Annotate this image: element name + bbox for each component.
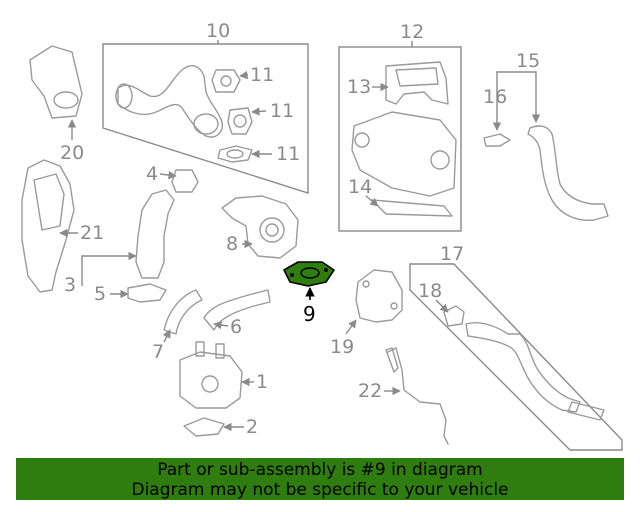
- group-8: 8: [221, 195, 299, 259]
- group-19: 19: [330, 269, 403, 358]
- group-3-4-5: 4 3 5: [64, 163, 199, 305]
- callout-13: 13: [347, 76, 371, 98]
- callout-21: 21: [80, 222, 104, 244]
- callout-16: 16: [483, 86, 507, 108]
- callout-11-c: 11: [276, 143, 300, 165]
- callout-6: 6: [230, 316, 242, 338]
- group-20: 20: [29, 45, 84, 164]
- callout-15: 15: [516, 50, 540, 72]
- callout-19: 19: [330, 336, 354, 358]
- callout-11-a: 11: [250, 64, 274, 86]
- callout-17: 17: [440, 243, 464, 265]
- callout-20: 20: [60, 142, 84, 164]
- group-15-16: 15 16: [483, 50, 609, 221]
- banner-line-2: Diagram may not be specific to your vehi…: [131, 480, 509, 500]
- callout-7: 7: [152, 341, 164, 363]
- callout-18: 18: [418, 280, 442, 302]
- callout-11-b: 11: [270, 100, 294, 122]
- callout-8: 8: [226, 233, 238, 255]
- callout-9: 9: [303, 302, 316, 326]
- callout-2: 2: [246, 416, 258, 438]
- group-panel-10: 10 11 11 11: [102, 20, 309, 194]
- callout-4: 4: [146, 163, 158, 185]
- group-panel-12: 12 13 14: [338, 21, 462, 232]
- callout-22: 22: [358, 380, 382, 402]
- callout-14: 14: [348, 176, 372, 198]
- group-panel-17: 17 18: [409, 243, 623, 451]
- callout-3: 3: [64, 274, 76, 296]
- group-22: 22: [358, 347, 449, 445]
- callout-10: 10: [206, 20, 230, 42]
- banner-line-1: Part or sub-assembly is #9 in diagram: [157, 460, 483, 480]
- part-info-banner: Part or sub-assembly is #9 in diagram Di…: [16, 458, 624, 500]
- callout-1: 1: [256, 371, 268, 393]
- highlighted-part-9[interactable]: 9: [283, 261, 335, 326]
- group-6-7: 7 6: [152, 289, 271, 363]
- callout-12: 12: [400, 21, 424, 43]
- group-1-2: 1 2: [179, 341, 268, 438]
- callout-5: 5: [94, 283, 106, 305]
- group-21: 21: [21, 159, 104, 293]
